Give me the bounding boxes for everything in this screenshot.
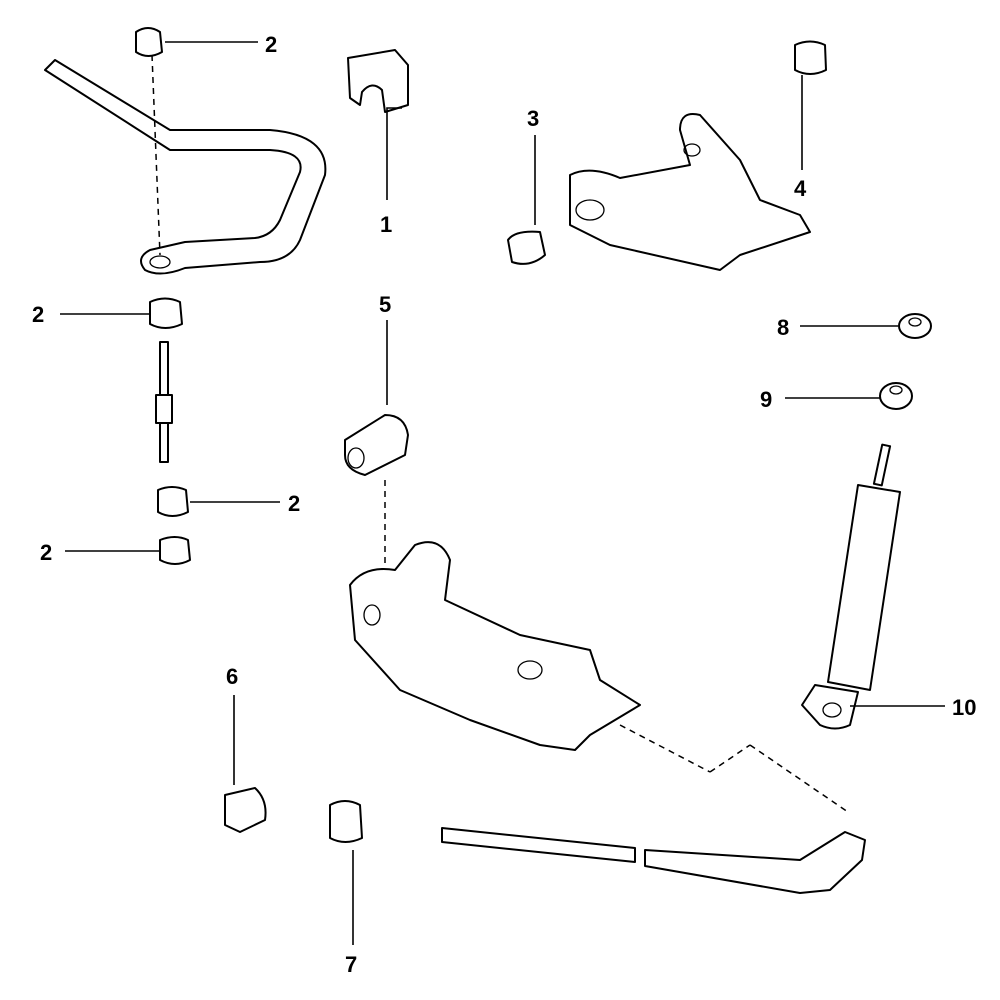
strut-rod	[441, 827, 866, 894]
upper-arm-bushing-rear: 4	[794, 40, 827, 201]
upper-arm-bushing-front: 3	[507, 106, 546, 265]
shock-bushing-upper: 8	[777, 313, 932, 340]
upper-control-arm	[569, 113, 811, 271]
stabilizer-link-bolt	[155, 341, 173, 463]
stabilizer-bushing-top: 2	[135, 27, 277, 57]
callout-label: 7	[345, 952, 357, 977]
shock-bushing-lower: 9	[760, 382, 913, 412]
callout-label: 4	[794, 176, 807, 201]
callout-label: 2	[265, 32, 277, 57]
callout-label: 2	[288, 491, 300, 516]
link-bushing-upper: 2	[32, 297, 183, 329]
strut-rod-bushing-front: 6	[224, 664, 267, 833]
link-bushing-lower-a: 2	[157, 486, 300, 517]
strut-rod-bushing-rear: 7	[329, 800, 363, 977]
lower-arm-bushing: 5	[344, 292, 409, 565]
stabilizer-bar	[44, 54, 327, 275]
callout-label: 2	[32, 302, 44, 327]
lower-control-arm	[349, 541, 849, 813]
link-bushing-lower-b: 2	[40, 536, 191, 565]
stabilizer-bracket-bushing: 1	[347, 49, 409, 237]
callout-label: 3	[527, 106, 539, 131]
callout-label: 5	[379, 292, 391, 317]
shock-absorber: 10	[801, 443, 976, 730]
callout-label: 9	[760, 387, 772, 412]
callout-label: 6	[226, 664, 238, 689]
callout-label: 10	[952, 695, 976, 720]
callout-label: 8	[777, 315, 789, 340]
callout-label: 2	[40, 540, 52, 565]
callout-label: 1	[380, 212, 392, 237]
